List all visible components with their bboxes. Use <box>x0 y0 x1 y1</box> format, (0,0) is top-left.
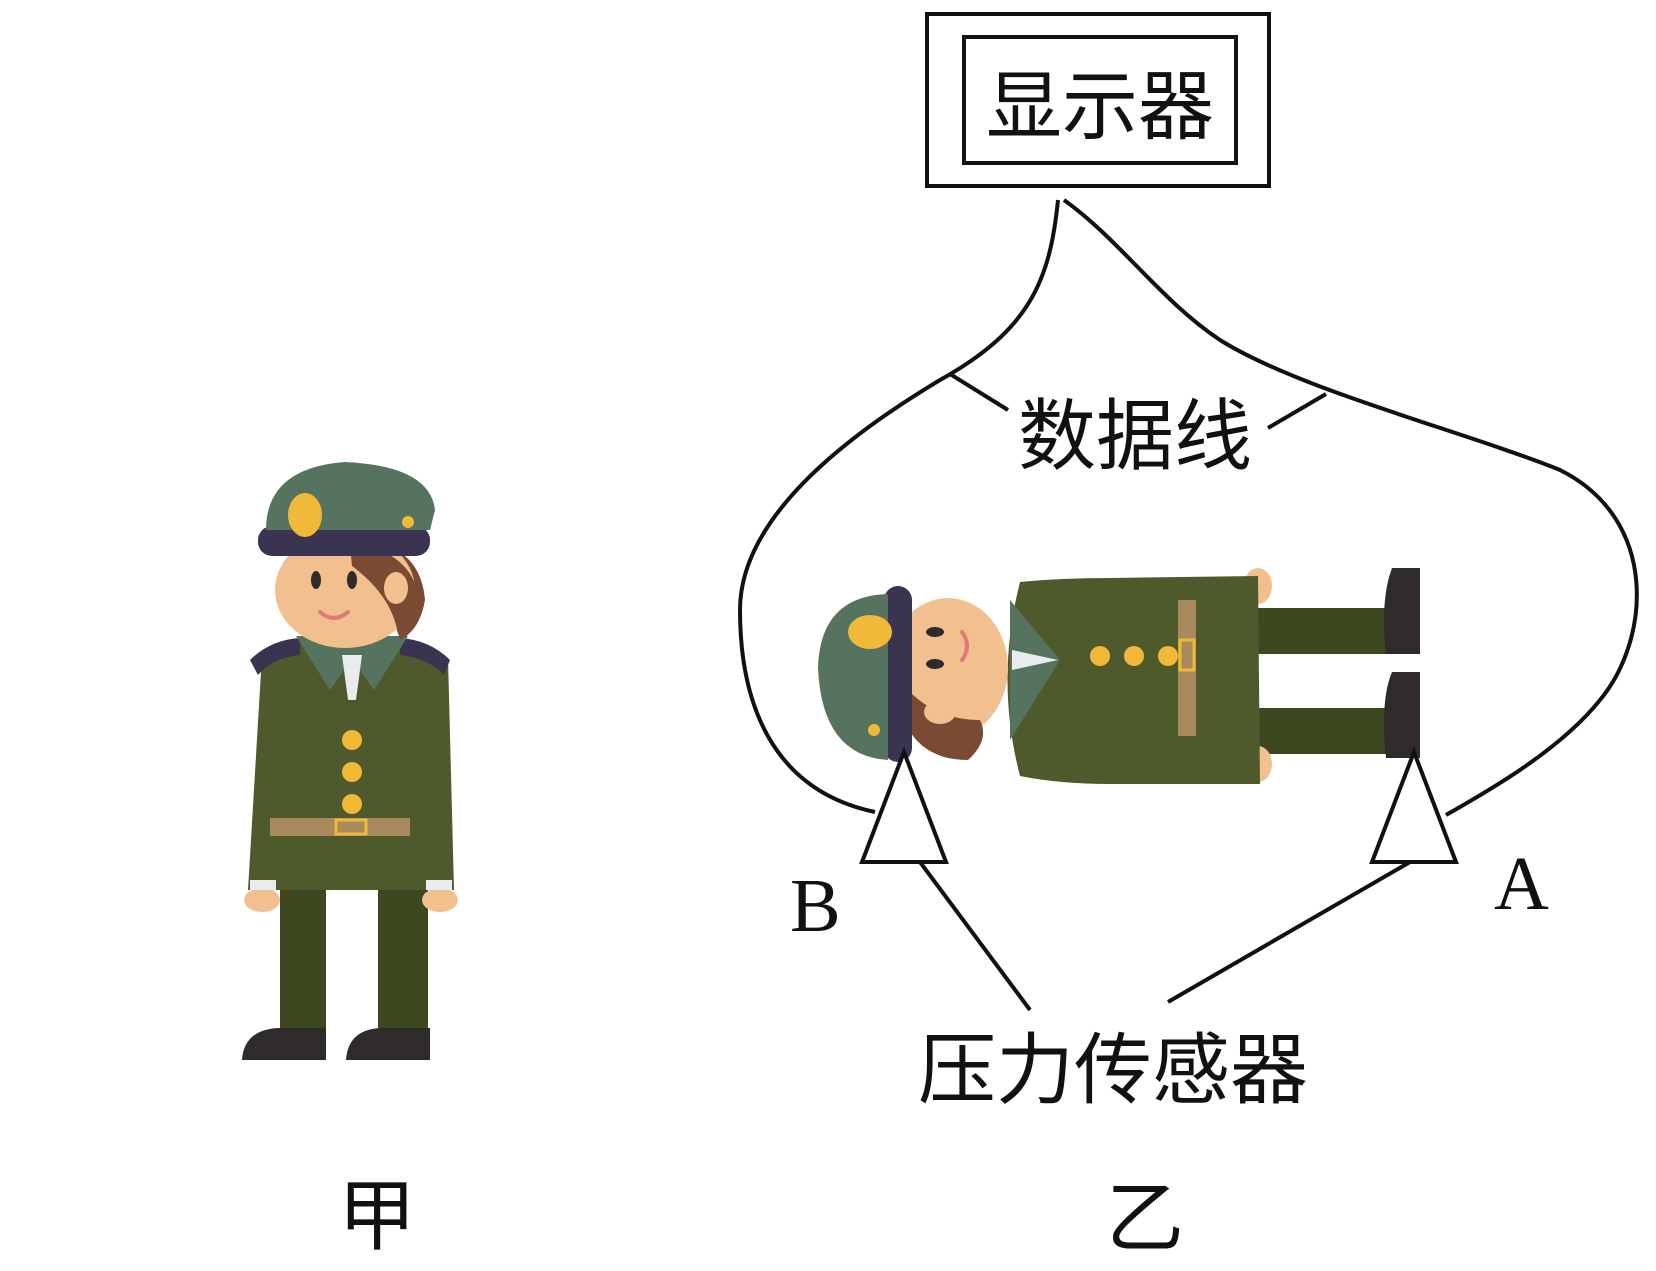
lying-soldier-tie <box>1012 650 1058 670</box>
soldier-cap-band <box>258 526 430 556</box>
lying-soldier-jacket <box>1007 576 1260 784</box>
data-cable-pointer <box>948 372 1010 412</box>
soldier-shoe-left <box>242 1028 326 1060</box>
standing-soldier <box>242 462 458 1060</box>
sensor-pointer-a <box>1166 860 1412 1004</box>
soldier-epaulette-left <box>250 638 300 675</box>
lying-soldier-eye <box>926 659 944 669</box>
pressure-sensor-b <box>859 746 949 864</box>
soldier-cap-badge <box>288 493 322 537</box>
lying-soldier-belt <box>1178 600 1196 736</box>
soldier-ear <box>384 572 408 604</box>
lying-soldier <box>818 568 1420 784</box>
soldier-shoe-right <box>346 1028 430 1060</box>
pressure-sensor-label: 压力传感器 <box>918 1026 1309 1116</box>
lying-soldier-eye <box>926 627 944 637</box>
soldier-hand-left <box>244 888 280 912</box>
sensor-pointer-b <box>918 860 1032 1012</box>
lying-soldier-smile <box>960 630 969 662</box>
display-label: 显示器 <box>986 62 1214 151</box>
soldier-eye <box>311 571 321 589</box>
lying-soldier-cap-band <box>884 586 912 762</box>
data-cable-right <box>1062 198 1639 817</box>
soldier-hand-right <box>422 888 458 912</box>
soldier-belt <box>270 818 410 836</box>
lying-soldier-leg <box>1255 608 1401 654</box>
soldier-smile <box>318 610 350 620</box>
figure-a-caption: 甲 <box>338 1172 417 1262</box>
lying-soldier-belt-buckle <box>1178 638 1196 672</box>
soldier-button <box>342 794 362 814</box>
soldier-collar <box>296 636 408 690</box>
soldier-cuff <box>250 880 276 890</box>
lying-soldier-button <box>1090 646 1110 666</box>
lying-soldier-foot <box>1384 672 1420 758</box>
lying-soldier-button <box>1158 646 1178 666</box>
pressure-sensor-a <box>1369 746 1459 864</box>
soldier-cap-button <box>402 516 414 528</box>
lying-soldier-hair <box>898 694 984 760</box>
soldier-leg-right <box>378 885 428 1037</box>
soldier-button <box>342 762 362 782</box>
figure-b-caption: 乙 <box>1106 1174 1185 1264</box>
soldier-epaulette-right <box>400 638 450 675</box>
lying-soldier-cap-button <box>868 724 880 736</box>
lying-soldier-cap-badge <box>848 615 892 649</box>
soldier-belt-buckle <box>334 818 368 836</box>
lying-soldier-foot <box>1384 568 1420 654</box>
soldier-leg-left <box>280 885 326 1037</box>
lying-soldier-leg <box>1255 708 1401 754</box>
data-cable-label: 数据线 <box>1018 392 1253 482</box>
lying-soldier-button <box>1124 646 1144 666</box>
soldier-cuff <box>426 880 452 890</box>
lying-soldier-collar <box>1010 600 1060 740</box>
data-cable-pointer <box>1266 392 1328 430</box>
lying-soldier-ear <box>924 700 956 724</box>
soldier-tie <box>342 655 362 700</box>
display-inner-frame: 显示器 <box>962 35 1238 165</box>
point-a-label: A <box>1494 842 1549 926</box>
display-box: 显示器 <box>925 12 1271 188</box>
point-b-label: B <box>790 864 841 948</box>
soldier-button <box>342 730 362 750</box>
soldier-eye <box>347 571 357 589</box>
data-cable-left <box>737 199 1060 814</box>
